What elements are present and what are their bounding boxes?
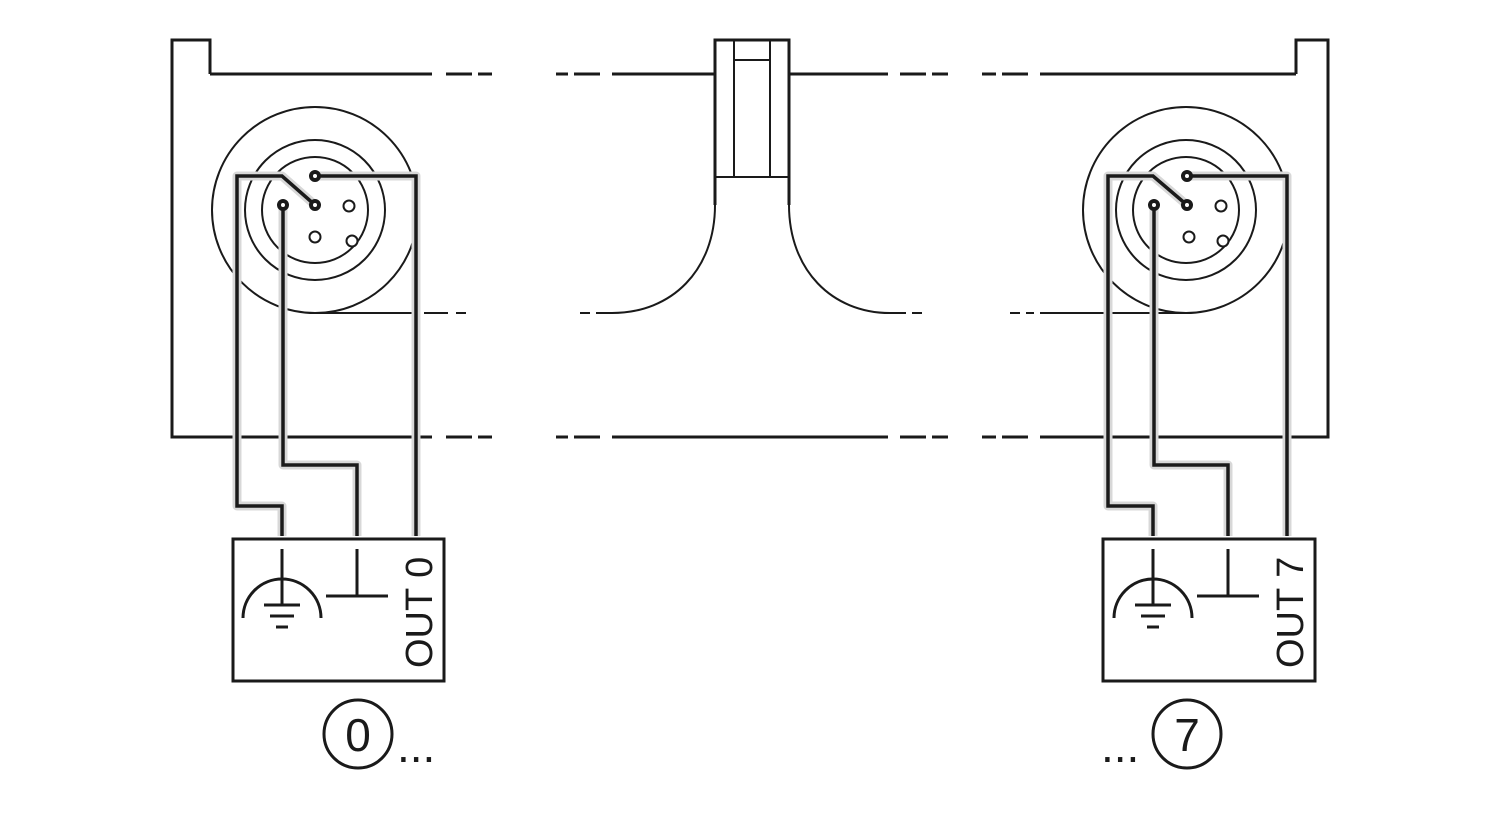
connector-pin [1216, 234, 1230, 248]
channel-ellipsis-0: ... [397, 720, 435, 772]
connector-pin [345, 234, 359, 248]
left-end-flange [170, 38, 212, 439]
channel-marker-0: 0 ... [322, 698, 435, 772]
terminal-block-0: OUT 0 [231, 537, 446, 683]
functional-ground-icon [326, 549, 388, 598]
channel-number-circle [322, 698, 394, 770]
channel-marker-7: ... 7 [1101, 698, 1223, 772]
wire-protective-earth [235, 174, 317, 536]
module-housing [170, 38, 1330, 439]
wiring-channel-7 [1103, 170, 1292, 536]
wire-protective-earth [1106, 174, 1189, 536]
connector-pin [342, 199, 356, 213]
wire-ground [281, 205, 359, 536]
center-mounting-tab [611, 38, 891, 314]
output-label-0: OUT 0 [399, 557, 441, 668]
functional-ground-icon [1197, 549, 1259, 598]
channel-ellipsis-7: ... [1101, 720, 1139, 772]
protective-earth-icon [241, 549, 323, 629]
output-label-7: OUT 7 [1270, 557, 1312, 668]
wiring-channel-0 [232, 170, 421, 536]
channel-number-0: 0 [345, 709, 371, 761]
wire-output [315, 174, 418, 536]
connector-pin [1182, 230, 1196, 244]
protective-earth-icon [1112, 549, 1194, 629]
channel-number-circle [1151, 698, 1223, 770]
channel-number-7: 7 [1174, 709, 1200, 761]
connector-pin [308, 230, 322, 244]
right-end-flange [1294, 38, 1330, 439]
terminal-block-7: OUT 7 [1101, 537, 1317, 683]
connector-pin [1214, 199, 1228, 213]
wire-ground [1152, 205, 1230, 536]
wire-output [1187, 174, 1289, 536]
